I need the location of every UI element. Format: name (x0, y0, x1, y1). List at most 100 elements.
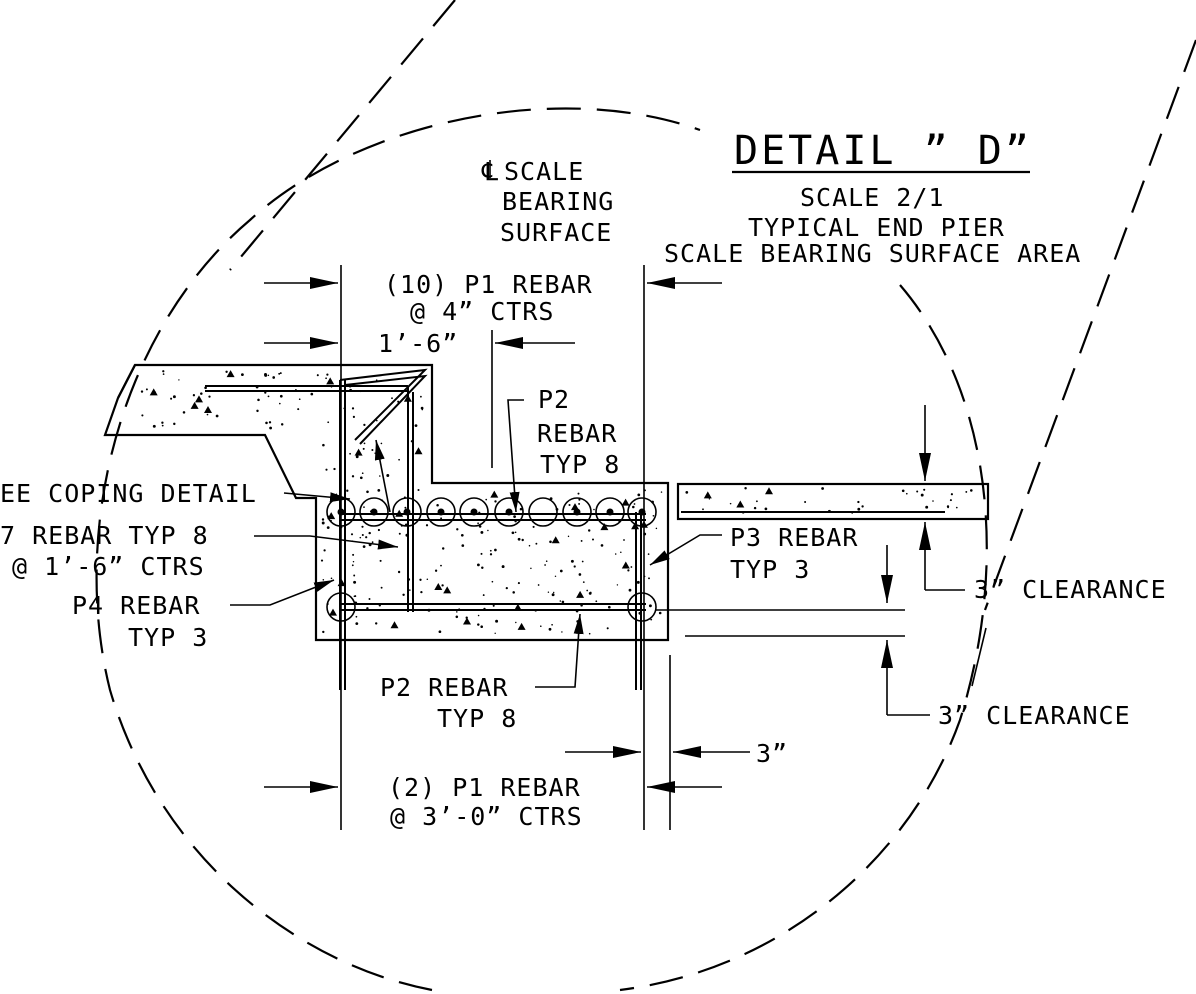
aggregate-mark (571, 503, 579, 511)
stipple-dot (489, 549, 492, 552)
concrete-pier (103, 363, 990, 642)
aggregate-mark (354, 448, 363, 456)
stipple-dot (578, 502, 581, 505)
detail-title: DETAIL ” D” (734, 128, 1032, 174)
stipple-dot (421, 408, 424, 411)
stipple-dot (352, 553, 355, 556)
stipple-dot (361, 525, 364, 528)
stipple-dot (578, 573, 582, 576)
stipple-dot (519, 507, 523, 511)
stipple-dot (648, 604, 652, 608)
stipple-dot (352, 415, 355, 418)
aggregate-mark (703, 491, 712, 499)
stipple-dot (505, 586, 508, 590)
aggregate-mark (490, 490, 499, 498)
stipple-dot (380, 586, 383, 589)
stipple-dot (279, 372, 282, 375)
stipple-dot (461, 544, 465, 547)
stipple-dot (362, 447, 365, 450)
stipple-dot (577, 492, 580, 495)
stipple-dot (256, 409, 259, 413)
dim-3: 3” (756, 739, 788, 768)
stipple-dot (578, 498, 581, 501)
stipple-dot (420, 395, 422, 398)
stipple-dot (353, 580, 357, 584)
stipple-dot (182, 411, 186, 414)
stipple-dot (551, 623, 553, 626)
stipple-dot (485, 498, 488, 501)
see-coping-label: EE COPING DETAIL (0, 479, 257, 508)
stipple-dot (264, 391, 267, 394)
stipple-dot (398, 458, 400, 461)
stipple-dot (279, 394, 283, 398)
stipple-dot (491, 580, 494, 583)
p2-top-label-2: REBAR (537, 419, 617, 448)
stipple-dot (379, 559, 382, 562)
stipple-dot (322, 579, 325, 581)
stipple-dot (916, 490, 919, 493)
stipple-dot (857, 507, 861, 511)
stipple-dot (495, 619, 499, 623)
stipple-dot (901, 489, 905, 493)
stipple-dot (515, 621, 517, 624)
stipple-dot (632, 505, 635, 509)
stipple-dot (320, 559, 324, 562)
detail-scale: SCALE 2/1 (800, 183, 944, 212)
stipple-dot (173, 422, 176, 426)
stipple-dot (970, 489, 973, 492)
stipple-dot (208, 395, 211, 398)
stipple-dot (965, 490, 968, 493)
stipple-dot (932, 500, 934, 502)
stipple-dot (561, 631, 563, 633)
stipple-dot (561, 600, 565, 604)
stipple-dot (492, 604, 495, 607)
stipple-dot (272, 376, 276, 379)
stipple-dot (593, 508, 595, 511)
stipple-dot (425, 524, 429, 527)
stipple-dot (192, 394, 196, 397)
stipple-dot (346, 489, 349, 492)
stipple-dot (460, 533, 464, 537)
scale-bearing-3: SURFACE (500, 218, 612, 247)
stipple-dot (517, 582, 520, 585)
stipple-dot (215, 414, 219, 418)
stipple-dot (374, 452, 376, 454)
stipple-dot (614, 553, 617, 555)
clearance-label-1: 3” CLEARANCE (974, 575, 1167, 604)
centerline-symbol: ℄ (481, 157, 499, 186)
aggregate-mark (517, 622, 526, 630)
stipple-dot (753, 506, 757, 510)
stipple-dot (325, 377, 327, 380)
stipple-dot (404, 506, 407, 509)
stipple-dot (530, 567, 532, 570)
aggregate-mark (443, 586, 452, 594)
stipple-dot (333, 467, 336, 471)
stipple-dot (141, 414, 144, 417)
stipple-dot (548, 627, 552, 631)
stipple-dot (660, 491, 663, 493)
stipple-dot (517, 537, 521, 541)
stipple-dot (368, 598, 371, 600)
stipple-dot (955, 506, 958, 509)
stipple-dot (355, 622, 359, 625)
stipple-dot (477, 522, 479, 525)
stipple-dot (513, 515, 516, 518)
stipple-dot (946, 505, 950, 508)
stipple-dot (620, 551, 622, 554)
aggregate-mark (463, 617, 471, 625)
stipple-dot (861, 505, 864, 508)
stipple-dot (225, 370, 228, 373)
stipple-dot (627, 569, 630, 572)
stipple-dot (482, 594, 485, 597)
stipple-dot (586, 589, 589, 592)
aggregate-mark (621, 561, 630, 569)
stipple-dot (365, 536, 368, 539)
stipple-dot (351, 564, 354, 567)
stipple-dot (636, 580, 640, 584)
stipple-dot (420, 590, 423, 594)
stipple-dot (440, 517, 443, 520)
stipple-dot (581, 560, 584, 563)
stipple-dot (582, 581, 585, 583)
stipple-dot (380, 442, 383, 445)
